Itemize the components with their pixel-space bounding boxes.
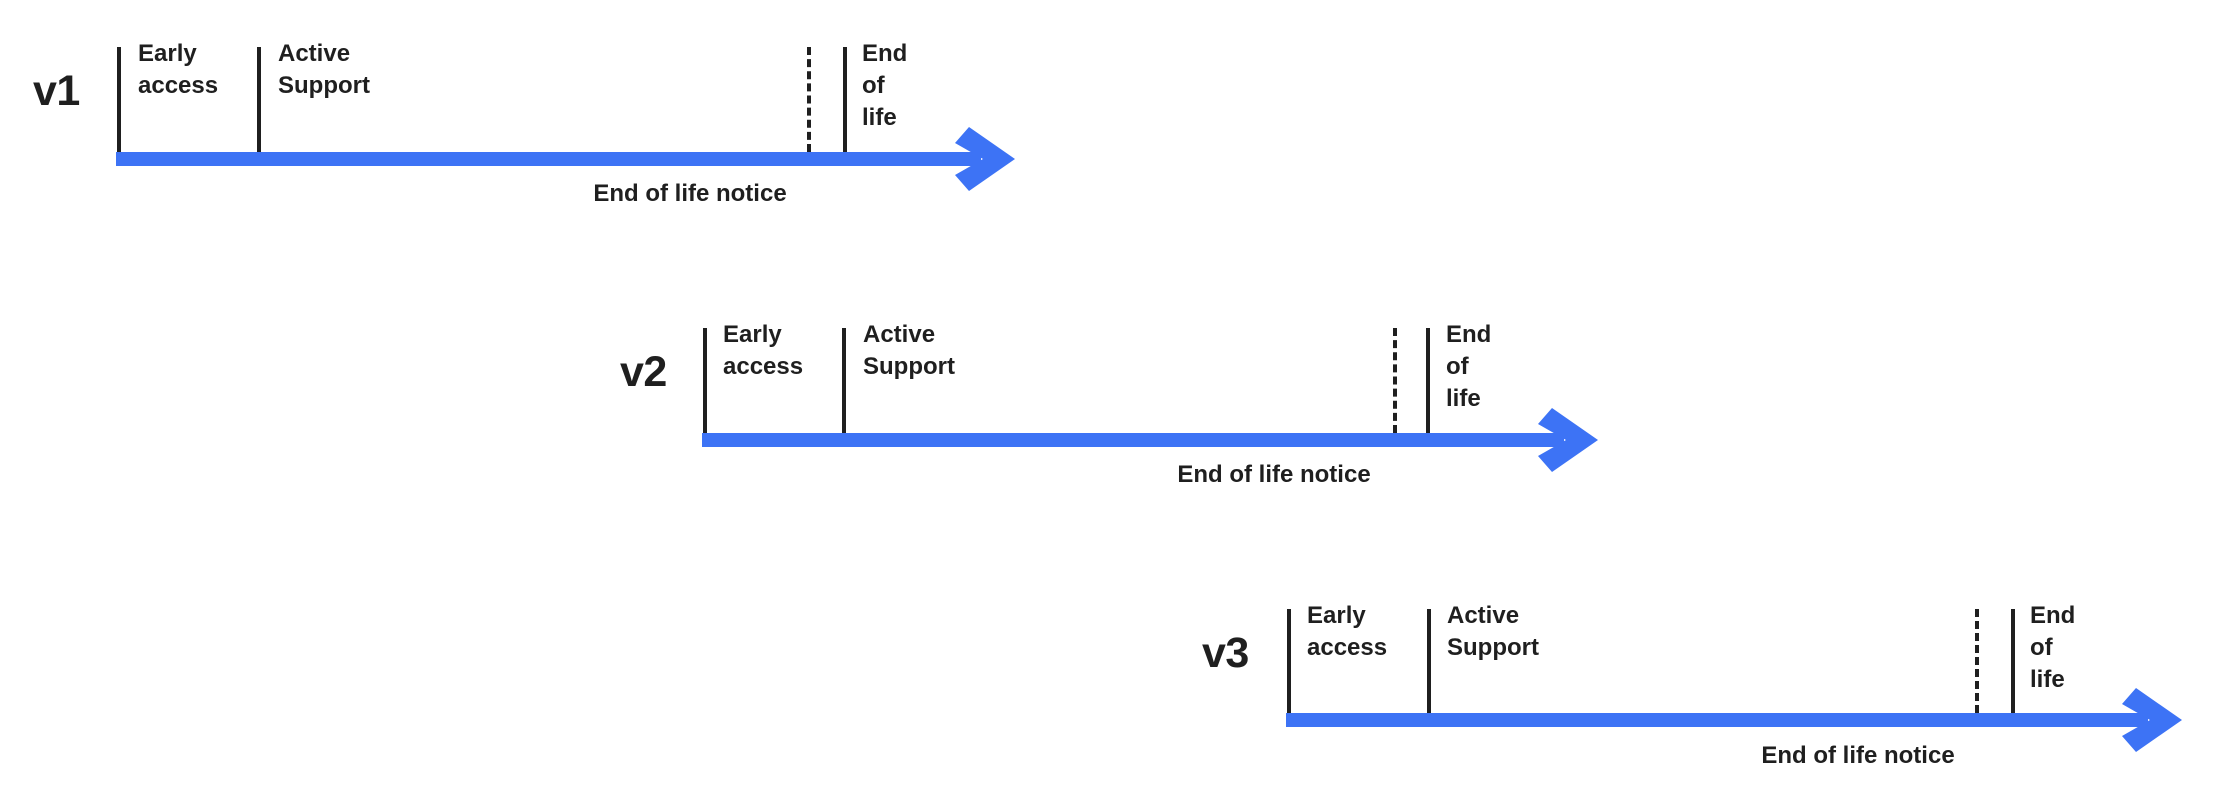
timeline-axis-arrow — [702, 408, 1598, 472]
end-of-life-notice-label: End of life notice — [593, 180, 787, 207]
phase-divider-solid — [257, 47, 261, 152]
timeline-axis-arrow — [116, 127, 1015, 191]
timeline-axis-arrow — [1286, 688, 2182, 752]
phase-divider-solid — [2011, 609, 2015, 713]
version-label-v3: v3 — [1202, 629, 1249, 677]
timeline-arrowhead-icon — [1538, 408, 1598, 472]
phase-divider-solid — [1426, 328, 1430, 433]
end-of-life-notice-divider-dashed — [1393, 328, 1397, 433]
phase-label: End of life — [1446, 321, 1492, 412]
phase-label: End of life — [2030, 602, 2076, 693]
phase-label: Active Support — [278, 40, 370, 99]
phase-divider-solid — [117, 47, 121, 152]
phase-divider-solid — [843, 47, 847, 152]
phase-label: Early access — [138, 40, 219, 99]
version-label-v2: v2 — [620, 348, 667, 396]
end-of-life-notice-divider-dashed — [807, 47, 811, 152]
phase-label: Early access — [723, 321, 804, 380]
phase-divider-solid — [1287, 609, 1291, 713]
timeline-axis-shaft — [116, 152, 981, 166]
end-of-life-notice-label: End of life notice — [1177, 461, 1371, 488]
phase-divider-solid — [1427, 609, 1431, 713]
phase-divider-solid — [842, 328, 846, 433]
timeline-axis-shaft — [1286, 713, 2148, 727]
phase-divider-solid — [703, 328, 707, 433]
phase-label: End of life — [862, 40, 908, 131]
timeline-axis-shaft — [702, 433, 1564, 447]
phase-label: Active Support — [1447, 602, 1539, 661]
phase-label: Active Support — [863, 321, 955, 380]
phase-label: Early access — [1307, 602, 1388, 661]
end-of-life-notice-label: End of life notice — [1761, 742, 1955, 769]
timeline-arrowhead-icon — [955, 127, 1015, 191]
version-label-v1: v1 — [33, 67, 80, 115]
timeline-arrowhead-icon — [2122, 688, 2182, 752]
end-of-life-notice-divider-dashed — [1975, 609, 1979, 713]
